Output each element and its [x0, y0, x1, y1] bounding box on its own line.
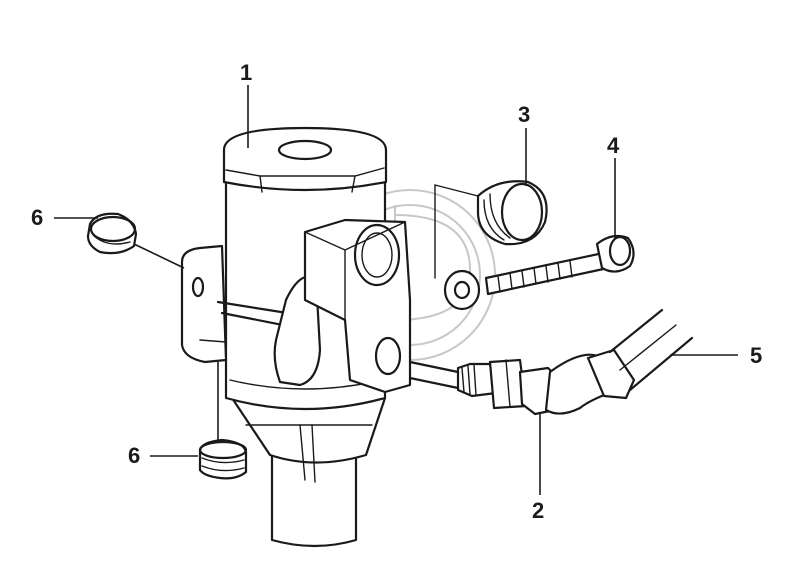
- callout-6-lower: 6: [128, 443, 140, 468]
- callout-5: 5: [750, 343, 762, 368]
- leader-lines: [54, 85, 738, 495]
- callout-1: 1: [240, 60, 252, 85]
- callout-2: 2: [532, 498, 544, 523]
- seal-ring: [434, 180, 548, 279]
- hose-fitting: [408, 348, 636, 416]
- hose: [608, 308, 694, 392]
- callout-4: 4: [607, 133, 620, 158]
- plug-cap-upper: [86, 212, 138, 255]
- callout-3: 3: [518, 102, 530, 127]
- bolt: [484, 234, 635, 296]
- washer: [443, 269, 481, 311]
- plug-cap-lower: [198, 438, 248, 480]
- callout-6-upper: 6: [31, 205, 43, 230]
- valve-body: [180, 126, 412, 548]
